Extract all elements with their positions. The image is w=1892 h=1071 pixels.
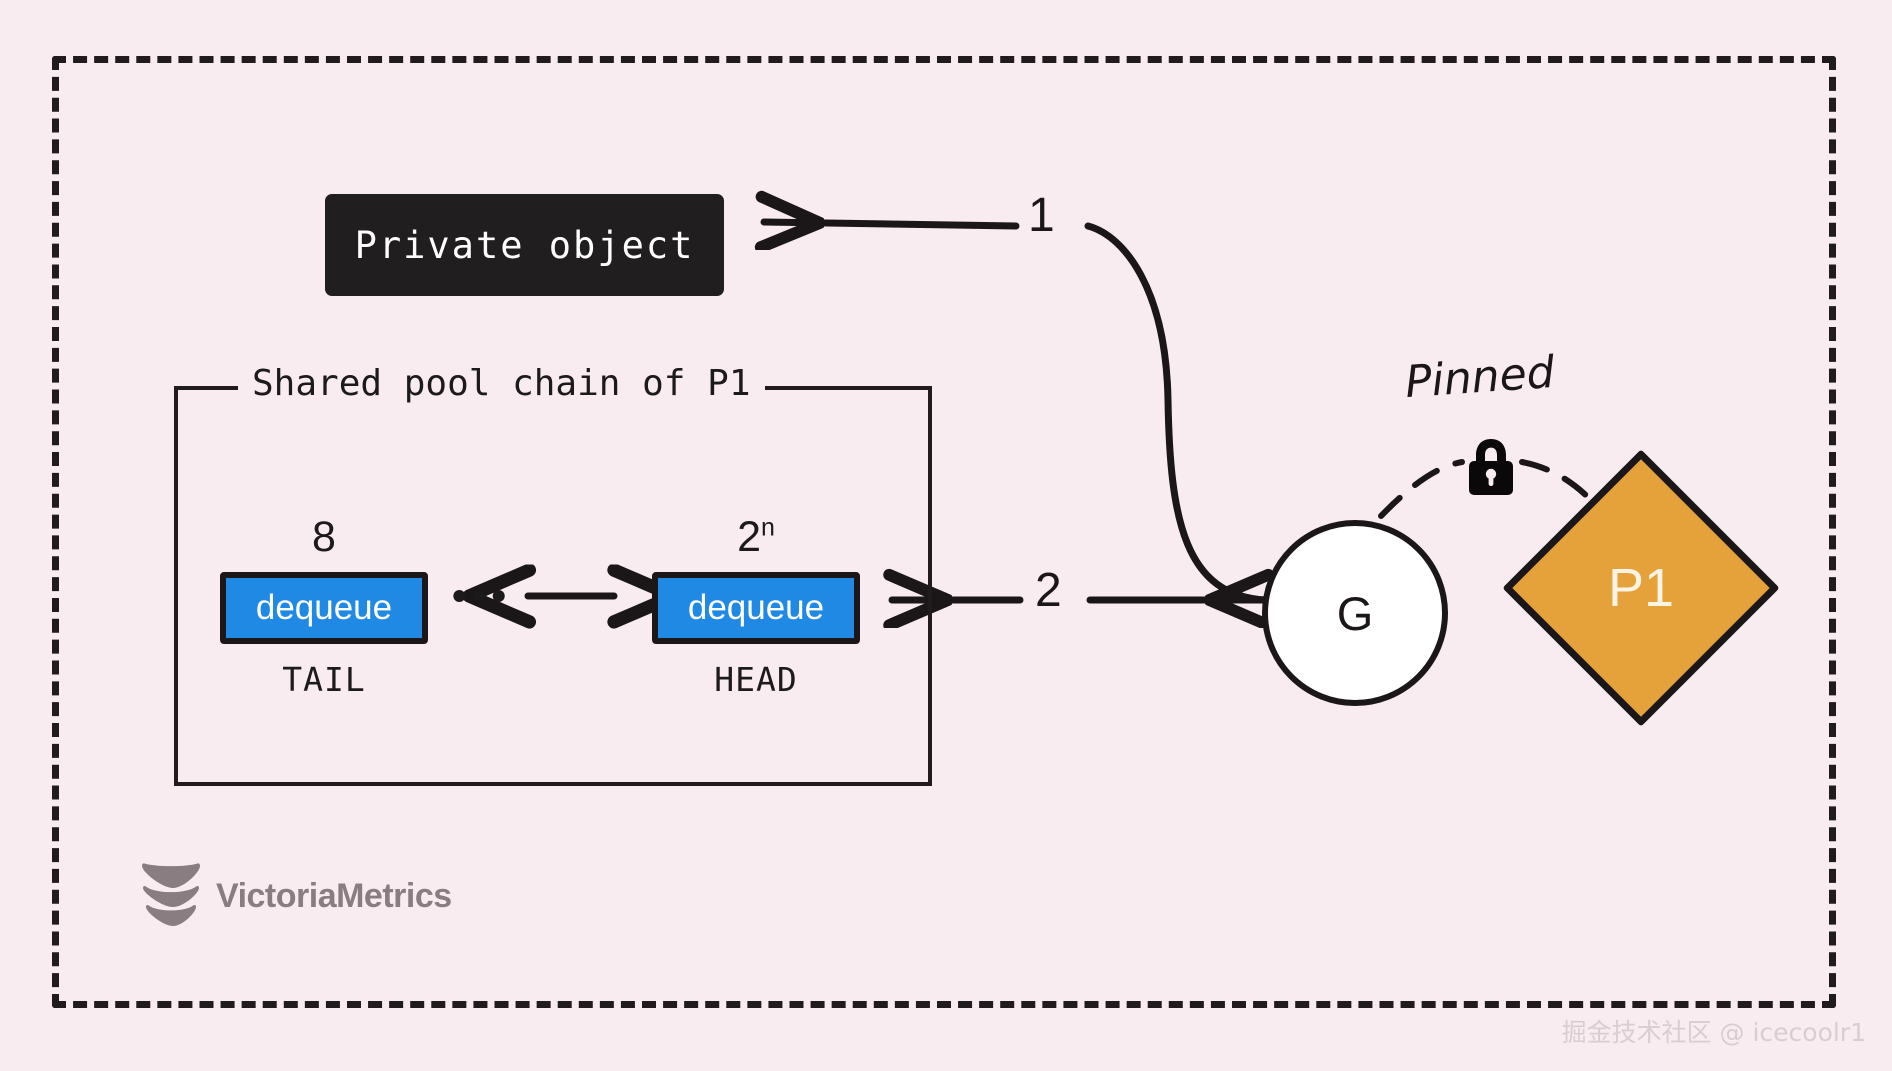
victoriametrics-logo: VictoriaMetrics [140, 862, 452, 930]
dashed-frame-border [52, 56, 1836, 1008]
dequeue-label-head: dequeue [687, 588, 825, 627]
dequeue-box-tail[interactable]: dequeue [220, 572, 428, 644]
processor-diamond[interactable]: P1 [1502, 449, 1780, 727]
goroutine-label: G [1336, 586, 1374, 640]
watermark-text: 掘金技术社区 @ icecoolr1 [1561, 1018, 1866, 1047]
private-object-box[interactable]: Private object [325, 194, 724, 296]
capacity-base: 2 [737, 513, 761, 561]
victoriametrics-wordmark: VictoriaMetrics [216, 876, 452, 915]
capacity-exponent: n [761, 513, 775, 542]
processor-label: P1 [1607, 558, 1675, 618]
dequeue-position-tail: TAIL [282, 660, 366, 699]
pinned-label: Pinned [1403, 346, 1557, 409]
dequeue-capacity-head: 2n [652, 510, 860, 564]
step-number-1: 1 [1028, 189, 1055, 242]
step-number-2: 2 [1035, 564, 1062, 617]
chain-ellipsis: ••• [452, 572, 512, 619]
goroutine-circle[interactable]: G [1262, 520, 1448, 706]
dequeue-position-head: HEAD [714, 660, 798, 699]
dequeue-label-tail: dequeue [255, 588, 393, 627]
private-object-label: Private object [354, 223, 695, 267]
dequeue-node-head[interactable]: 2n dequeue HEAD [652, 510, 860, 699]
shared-pool-legend: Shared pool chain of P1 [238, 363, 765, 404]
lock-icon [1469, 439, 1513, 495]
shared-pool-group: Shared pool chain of P1 [174, 363, 932, 786]
chevron-stack-icon [142, 863, 200, 926]
dequeue-box-head[interactable]: dequeue [652, 572, 860, 644]
capacity-base: 8 [312, 513, 336, 561]
dequeue-capacity-tail: 8 [220, 510, 428, 564]
dequeue-node-tail[interactable]: 8 dequeue TAIL [220, 510, 428, 699]
